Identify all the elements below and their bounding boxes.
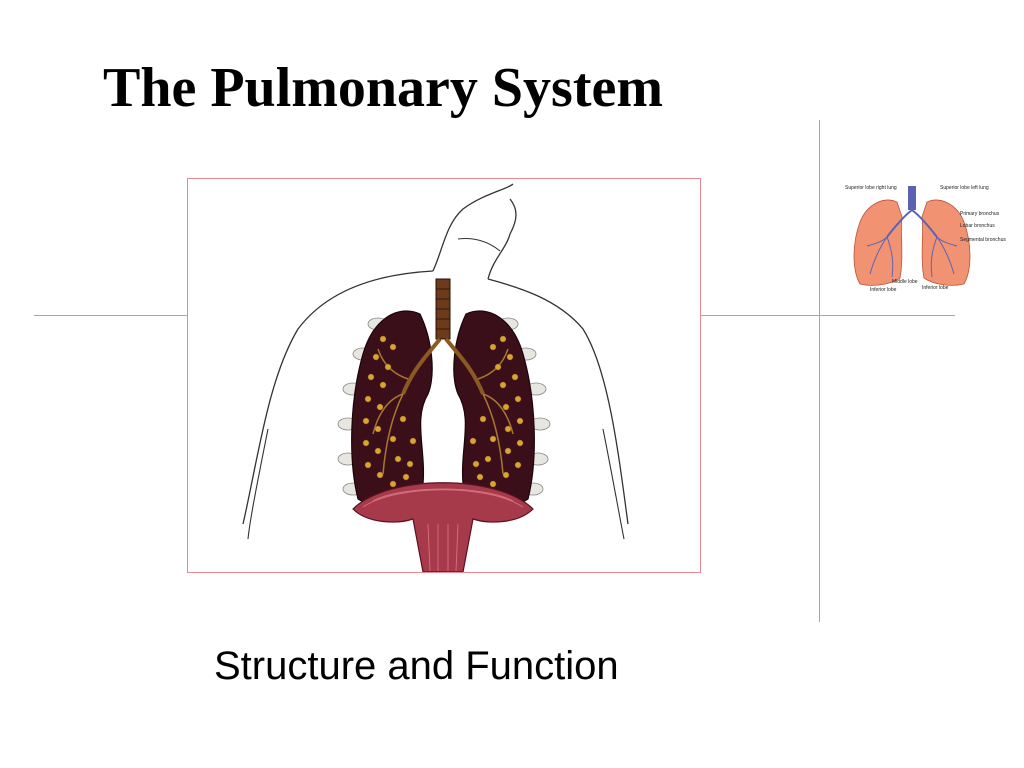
thumb-label-inferior-left: Inferior lobe — [922, 285, 949, 291]
thumb-label-inferior-right: Inferior lobe — [870, 287, 897, 293]
decorative-rule-vertical — [819, 120, 820, 622]
decorative-rule-left — [34, 315, 187, 316]
thumb-label-lobar-bronchus: Lobar bronchus — [960, 223, 995, 229]
lungs-illustration-frame — [187, 178, 701, 573]
decorative-rule-right — [700, 315, 955, 316]
thumb-label-superior-right: Superior lobe right lung — [845, 185, 897, 191]
lungs-illustration — [242, 183, 629, 572]
thumb-label-segmental-bronchus: Segmental bronchus — [960, 237, 1006, 243]
thumb-label-superior-left: Superior lobe left lung — [940, 185, 989, 191]
thumb-label-middle-lobe: Middle lobe — [892, 279, 918, 285]
lungs-thumbnail: Superior lobe right lung Superior lobe l… — [842, 182, 1006, 294]
slide-subtitle: Structure and Function — [214, 644, 619, 688]
thumb-label-primary-bronchus: Primary bronchus — [960, 211, 1000, 217]
slide-title: The Pulmonary System — [103, 57, 663, 119]
lungs-thumbnail-illustration — [853, 186, 971, 286]
